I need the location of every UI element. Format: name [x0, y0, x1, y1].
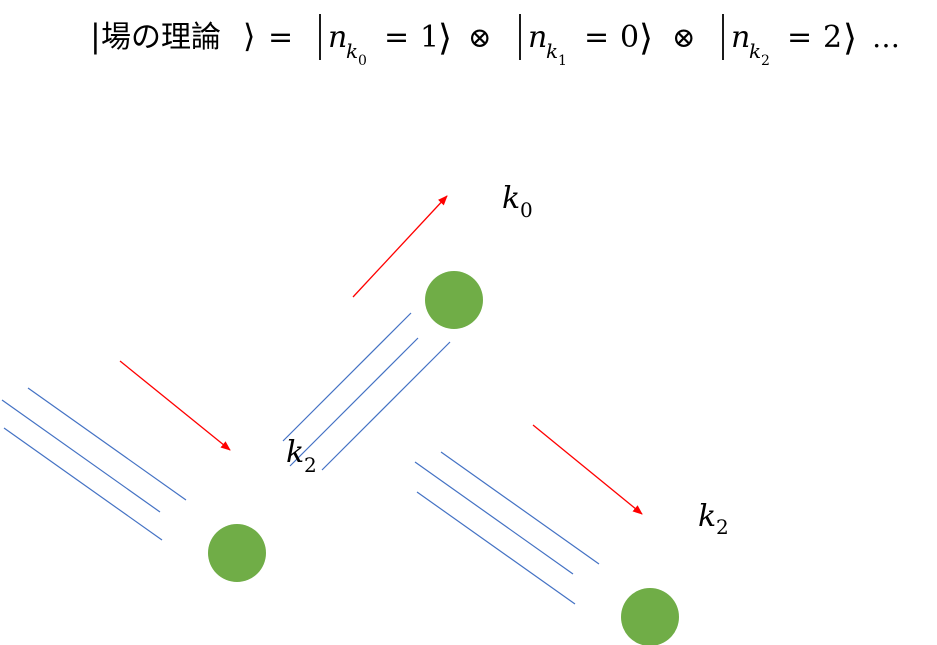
momentum-arrow-k0	[352, 195, 448, 298]
trail-middle	[282, 312, 451, 471]
momentum-arrows	[119, 195, 643, 515]
trail-right	[414, 451, 600, 605]
state-equation: | 場の理論 ⟩ = n k 0 = 1 ⟩ ⊗ n k 1 = 0 ⟩ ⊗	[90, 14, 900, 69]
trail-line	[289, 337, 419, 467]
label-subscript: 0	[520, 198, 533, 222]
trail-line	[414, 461, 574, 575]
occupation-value: 1	[420, 20, 439, 55]
label-symbol: k	[502, 181, 520, 216]
label-symbol: k	[698, 499, 716, 534]
mode-symbol: k	[546, 39, 558, 63]
particle-k2-left	[208, 524, 266, 582]
occupation-symbol: n	[328, 20, 347, 55]
occupation-value: 2	[823, 20, 842, 55]
trail-line	[321, 341, 451, 471]
trail-left	[1, 387, 187, 541]
label-k2-left: k 2	[286, 435, 317, 477]
term-equals: =	[584, 20, 609, 55]
mode-index: 1	[558, 53, 567, 69]
mode-symbol: k	[346, 39, 358, 63]
trail-line	[27, 387, 187, 501]
label-k0: k 0	[502, 181, 533, 222]
ket-term-2: n k 2 = 2 ⟩	[722, 14, 857, 69]
term-equals: =	[384, 20, 409, 55]
occupation-symbol: n	[528, 20, 547, 55]
particle-k0	[425, 271, 483, 329]
ket-term-0: n k 0 = 1 ⟩	[319, 14, 452, 69]
tensor-product-symbol: ⊗	[672, 21, 695, 54]
particle-trails	[1, 312, 600, 605]
occupation-value: 0	[620, 20, 639, 55]
ket-angle: ⟩	[639, 18, 653, 59]
momentum-arrow-k2-right	[532, 424, 643, 515]
particle-k2-right	[621, 588, 679, 645]
equation-ellipsis: …	[872, 21, 900, 54]
particle-labels: k 0 k 2 k 2	[286, 181, 729, 539]
trail-line	[3, 427, 163, 541]
trail-line	[416, 491, 576, 605]
field-theory-label: 場の理論	[101, 20, 221, 55]
label-subscript: 2	[304, 453, 317, 477]
trail-line	[1, 399, 161, 513]
label-k2-right: k 2	[698, 499, 729, 539]
occupation-symbol: n	[731, 20, 750, 55]
ket-angle: ⟩	[843, 18, 857, 59]
ket-angle-close: ⟩	[243, 17, 255, 55]
trail-line	[440, 451, 600, 565]
label-symbol: k	[286, 435, 304, 470]
mode-index: 2	[761, 53, 770, 69]
ket-term-1: n k 1 = 0 ⟩	[519, 14, 653, 69]
mode-index: 0	[358, 53, 367, 69]
ket-open-bar: |	[90, 17, 101, 55]
equation-equals: =	[268, 20, 293, 55]
momentum-arrow-k2-left	[119, 360, 231, 451]
particles	[208, 271, 679, 645]
label-subscript: 2	[716, 515, 729, 539]
term-equals: =	[787, 20, 812, 55]
mode-symbol: k	[749, 39, 761, 63]
trail-line	[282, 312, 412, 442]
tensor-product-symbol: ⊗	[468, 21, 491, 54]
ket-angle: ⟩	[438, 18, 452, 59]
